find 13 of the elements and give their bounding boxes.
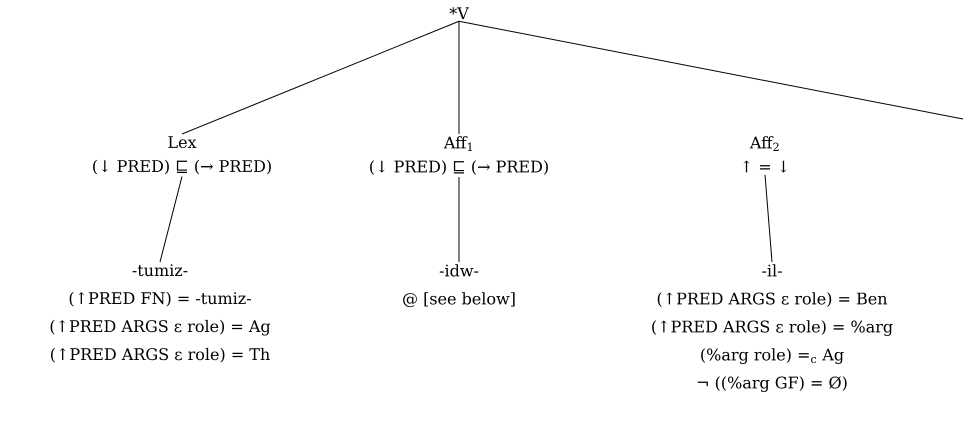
tree-branch xyxy=(458,20,963,120)
tree-node-label: -tumiz- (↑PRED FN) = -tumiz- (↑PRED ARGS ε role) = Ag (↑PRED ARGS ε role) = Th xyxy=(50,264,270,362)
tree-branch xyxy=(458,176,460,262)
tree-branch xyxy=(458,20,460,134)
tree-node-label: -idw- @ [see below] xyxy=(403,264,515,308)
tree-node-label: Aff$_{1}$ (↓ PRED) ⊑ (→ PRED) xyxy=(370,136,548,175)
tree-node-label: Aff$_{2}$ ↑ = ↓ xyxy=(743,136,787,173)
tree-branch xyxy=(182,20,460,134)
tree-node-label: Lex (↓ PRED) ⊑ (→ PRED) xyxy=(93,136,271,174)
tree-node-label: *V xyxy=(449,7,470,20)
tree-branch xyxy=(764,174,772,262)
tree-branch xyxy=(160,176,182,262)
tree-node-label: -il- (↑PRED ARGS ε role) = Ben (↑PRED ARGS ε role) = %arg (%arg role) =$_{c}$ Ag ¬ ((%arg GF) = Ø) xyxy=(652,264,893,392)
